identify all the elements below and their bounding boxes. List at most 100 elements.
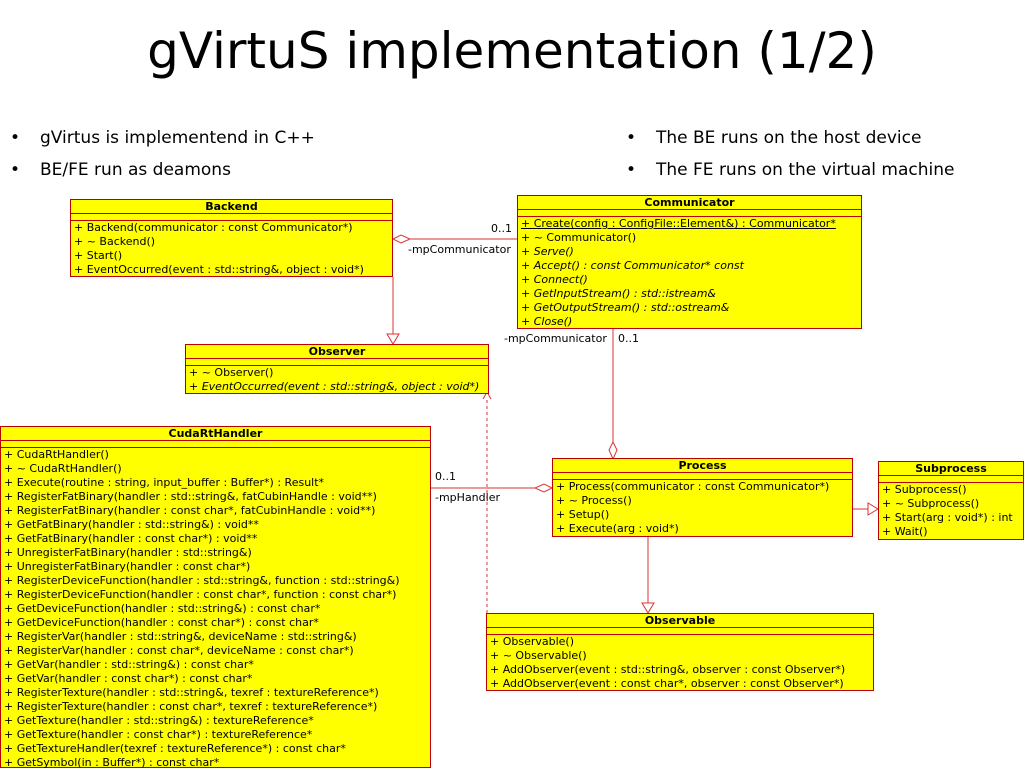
class-name: Subprocess — [879, 462, 1023, 476]
bullet-text: The BE runs on the host device — [656, 128, 922, 148]
class-method: + Execute(routine : string, input_buffer… — [4, 476, 325, 489]
class-method: + ~ Observer() — [189, 366, 274, 379]
class-method: + Close() — [521, 315, 573, 328]
class-method: + RegisterDeviceFunction(handler : const… — [4, 588, 397, 601]
class-method: + Accept() : const Communicator* const — [521, 259, 744, 272]
bullet-dot: • — [626, 128, 637, 148]
class-method: + AddObserver(event : const char*, obser… — [490, 677, 844, 690]
class-method: + RegisterVar(handler : std::string&, de… — [4, 630, 357, 643]
operations-compartment: + Process(communicator : const Communica… — [553, 480, 852, 536]
class-method: + GetOutputStream() : std::ostream& — [521, 301, 730, 314]
class-method: + ~ Backend() — [74, 235, 156, 248]
class-method: + EventOccurred(event : std::string&, ob… — [189, 380, 480, 393]
class-method: + ~ Communicator() — [521, 231, 637, 244]
multiplicity-label: 0..1 — [618, 332, 639, 345]
aggregation-diamond — [391, 234, 412, 244]
generalization-arrow — [867, 502, 879, 516]
class-method: + RegisterDeviceFunction(handler : std::… — [4, 574, 400, 587]
class-name: Process — [553, 459, 852, 473]
class-backend[interactable]: Backend + Backend(communicator : const C… — [70, 199, 393, 277]
attributes-compartment — [879, 476, 1023, 483]
class-method: + Subprocess() — [882, 483, 967, 496]
class-method: + ~ Process() — [556, 494, 632, 507]
class-method: + GetTextureHandler(texref : textureRefe… — [4, 742, 346, 755]
class-method: + ~ Subprocess() — [882, 497, 980, 510]
class-observer[interactable]: Observer + ~ Observer()+ EventOccurred(e… — [185, 344, 489, 394]
class-name: CudaRtHandler — [1, 427, 430, 441]
aggregation-diamond — [608, 440, 618, 461]
attributes-compartment — [487, 628, 873, 635]
class-method: + EventOccurred(event : std::string&, ob… — [74, 263, 364, 276]
class-method: + GetSymbol(in : Buffer*) : const char* — [4, 756, 220, 769]
class-communicator[interactable]: Communicator + Create(config : ConfigFil… — [517, 195, 862, 329]
bullet-dot: • — [10, 128, 21, 148]
class-method: + RegisterTexture(handler : std::string&… — [4, 686, 379, 699]
class-method: + GetVar(handler : const char*) : const … — [4, 672, 253, 685]
operations-compartment: + ~ Observer()+ EventOccurred(event : st… — [186, 366, 488, 394]
slide-title: gVirtuS implementation (1/2) — [147, 22, 877, 80]
aggregation-diamond — [533, 483, 554, 493]
attributes-compartment — [71, 214, 392, 221]
class-method: + GetFatBinary(handler : std::string&) :… — [4, 518, 259, 531]
class-method: + Start() — [74, 249, 123, 262]
bullet-item: •gVirtus is implementend in C++ — [0, 128, 500, 160]
class-method: + GetTexture(handler : std::string&) : t… — [4, 714, 314, 727]
class-method: + GetFatBinary(handler : const char*) : … — [4, 532, 258, 545]
class-method: + Setup() — [556, 508, 610, 521]
class-method: + GetTexture(handler : const char*) : te… — [4, 728, 313, 741]
role-label: -mpCommunicator — [504, 332, 607, 345]
class-method: + GetVar(handler : std::string&) : const… — [4, 658, 254, 671]
attributes-compartment — [518, 210, 861, 217]
operations-compartment: + Backend(communicator : const Communica… — [71, 221, 392, 277]
class-method: + AddObserver(event : std::string&, obse… — [490, 663, 846, 676]
class-name: Observable — [487, 614, 873, 628]
class-method: + RegisterFatBinary(handler : std::strin… — [4, 490, 377, 503]
operations-compartment: + Observable()+ ~ Observable()+ AddObser… — [487, 635, 873, 691]
bullet-list-left: •gVirtus is implementend in C++ •BE/FE r… — [0, 128, 500, 192]
attributes-compartment — [1, 441, 430, 448]
class-method: + RegisterFatBinary(handler : const char… — [4, 504, 376, 517]
class-method: + Wait() — [882, 525, 928, 538]
generalization-arrow — [386, 333, 400, 345]
class-method: + ~ CudaRtHandler() — [4, 462, 122, 475]
class-name: Observer — [186, 345, 488, 359]
bullet-item: • The BE runs on the host device — [616, 128, 1024, 160]
bullet-item: •BE/FE run as deamons — [0, 160, 500, 192]
class-cudarthandler[interactable]: CudaRtHandler + CudaRtHandler()+ ~ CudaR… — [0, 426, 431, 770]
generalization-arrow — [641, 602, 655, 614]
class-process[interactable]: Process + Process(communicator : const C… — [552, 458, 853, 537]
class-method: + Connect() — [521, 273, 588, 286]
class-method: + GetDeviceFunction(handler : const char… — [4, 616, 319, 629]
class-name: Backend — [71, 200, 392, 214]
class-method: + CudaRtHandler() — [4, 448, 109, 461]
class-method: + Backend(communicator : const Communica… — [74, 221, 353, 234]
class-method: + Start(arg : void*) : int — [882, 511, 1013, 524]
bullet-list-right: • The BE runs on the host device • The FE … — [616, 128, 1024, 192]
class-method: + GetDeviceFunction(handler : std::strin… — [4, 602, 321, 615]
operations-compartment: + Create(config : ConfigFile::Element&) … — [518, 217, 861, 329]
class-method: + GetInputStream() : std::istream& — [521, 287, 716, 300]
role-label: -mpCommunicator — [408, 243, 511, 256]
class-method: + RegisterTexture(handler : const char*,… — [4, 700, 378, 713]
multiplicity-label: 0..1 — [491, 222, 512, 235]
bullet-item: • The FE runs on the virtual machine — [616, 160, 1024, 192]
class-method: + RegisterVar(handler : const char*, dev… — [4, 644, 354, 657]
class-name: Communicator — [518, 196, 861, 210]
attributes-compartment — [553, 473, 852, 480]
class-method: + Execute(arg : void*) — [556, 522, 679, 535]
role-label: -mpHandler — [435, 491, 500, 504]
class-subprocess[interactable]: Subprocess + Subprocess()+ ~ Subprocess(… — [878, 461, 1024, 540]
bullet-dot: • — [626, 160, 637, 180]
bullet-text: The FE runs on the virtual machine — [656, 160, 955, 180]
operations-compartment: + CudaRtHandler()+ ~ CudaRtHandler()+ Ex… — [1, 448, 430, 770]
class-observable[interactable]: Observable + Observable()+ ~ Observable(… — [486, 613, 874, 691]
class-method: + UnregisterFatBinary(handler : const ch… — [4, 560, 251, 573]
class-method: + UnregisterFatBinary(handler : std::str… — [4, 546, 252, 559]
class-method: + Observable() — [490, 635, 575, 648]
class-method: + Create(config : ConfigFile::Element&) … — [521, 217, 836, 230]
bullet-text: BE/FE run as deamons — [40, 160, 231, 180]
class-method: + ~ Observable() — [490, 649, 587, 662]
operations-compartment: + Subprocess()+ ~ Subprocess()+ Start(ar… — [879, 483, 1023, 539]
attributes-compartment — [186, 359, 488, 366]
